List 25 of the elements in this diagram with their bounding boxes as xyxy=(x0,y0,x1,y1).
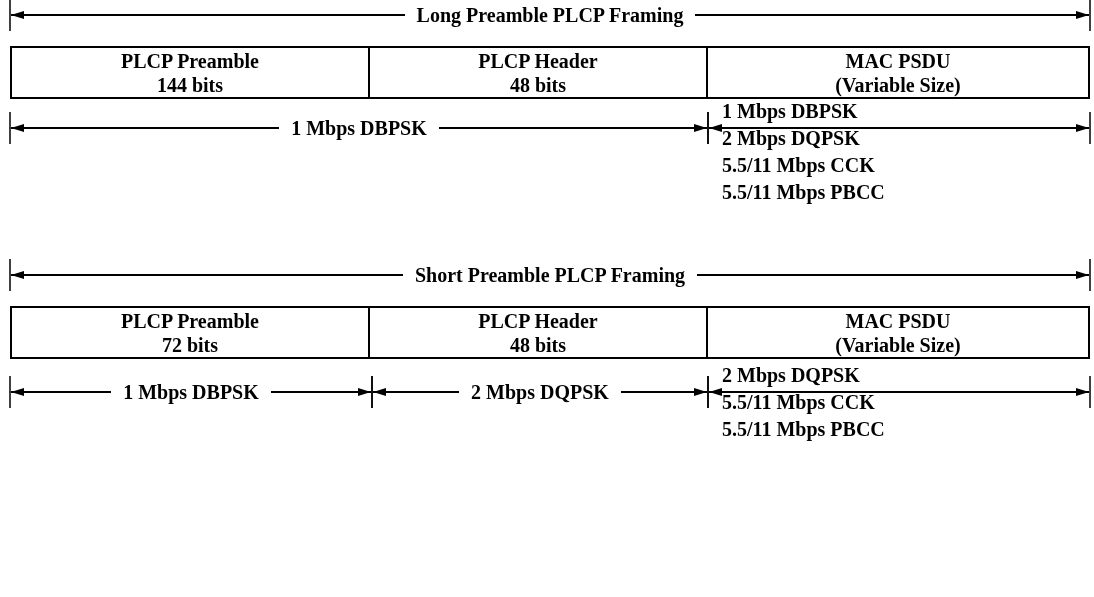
frame-field-box xyxy=(706,46,1090,99)
frame-field-box xyxy=(368,306,708,359)
field-name: PLCP Header xyxy=(478,308,598,333)
field-size: 72 bits xyxy=(161,332,219,357)
field-size: (Variable Size) xyxy=(835,72,961,97)
field-size: 48 bits xyxy=(509,72,567,97)
modulation-label: 2 Mbps DQPSK xyxy=(722,128,860,148)
field-name: PLCP Preamble xyxy=(121,308,259,333)
field-size: (Variable Size) xyxy=(835,332,961,357)
field-size: 48 bits xyxy=(509,332,567,357)
field-name: PLCP Preamble xyxy=(121,48,259,73)
field-name: MAC PSDU xyxy=(845,48,951,73)
frame-field-box xyxy=(706,306,1090,359)
frame-field-box xyxy=(368,46,708,99)
modulation-label: 5.5/11 Mbps CCK xyxy=(722,392,875,412)
field-name: MAC PSDU xyxy=(845,308,951,333)
modulation-label: 2 Mbps DQPSK xyxy=(722,365,860,385)
frame-field-box xyxy=(10,306,370,359)
field-name: PLCP Header xyxy=(478,48,598,73)
modulation-label: 5.5/11 Mbps PBCC xyxy=(722,182,885,202)
field-size: 144 bits xyxy=(156,72,224,97)
modulation-label: 5.5/11 Mbps CCK xyxy=(722,155,875,175)
modulation-label: 1 Mbps DBPSK xyxy=(722,101,858,121)
modulation-label: 5.5/11 Mbps PBCC xyxy=(722,419,885,439)
frame-field-box xyxy=(10,46,370,99)
